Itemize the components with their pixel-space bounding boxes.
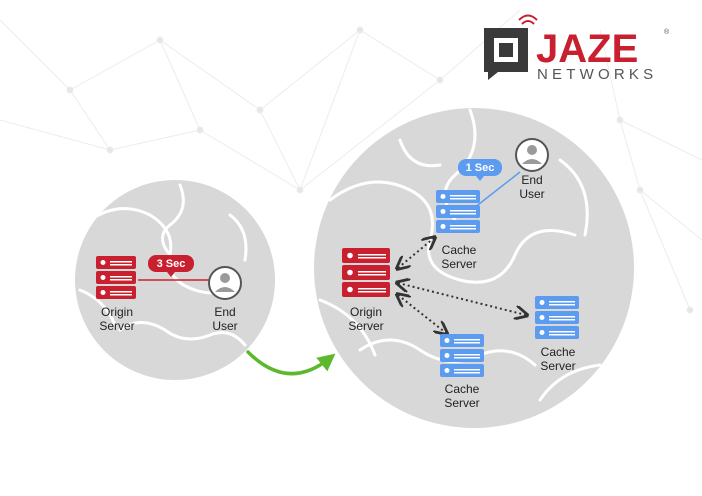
brand-name: JAZE <box>536 27 638 71</box>
cache-top-label-2: Server <box>441 257 476 271</box>
transition-arrow-icon <box>246 350 336 376</box>
cache-to-user-line <box>473 171 521 209</box>
cache-server-bottom-icon <box>440 334 484 377</box>
right-user-label-1: End <box>521 173 542 187</box>
left-user-label-1: End <box>214 305 235 319</box>
background-network-mesh <box>0 9 702 314</box>
cache-top-label-1: Cache <box>442 243 477 257</box>
brand-subtitle: NETWORKS <box>537 66 657 83</box>
cache-bottom-label-1: Cache <box>445 382 480 396</box>
link-origin-cache-bottom <box>398 295 446 333</box>
left-latency-badge: 3 Sec <box>148 255 194 277</box>
cache-server-top-icon <box>436 190 480 233</box>
left-origin-label-2: Server <box>99 319 134 333</box>
cache-bottom-label-2: Server <box>444 396 479 410</box>
right-user-label-2: User <box>519 187 544 201</box>
right-origin-server-icon <box>342 248 390 297</box>
right-end-user-icon <box>515 138 549 172</box>
dotted-links <box>398 238 526 333</box>
right-latency-text: 1 Sec <box>466 162 495 174</box>
left-end-user-icon <box>208 266 242 300</box>
left-latency-text: 3 Sec <box>157 258 186 270</box>
right-origin-label-2: Server <box>348 319 383 333</box>
cache-right-label-1: Cache <box>541 345 576 359</box>
cache-right-label-2: Server <box>540 359 575 373</box>
left-origin-label-1: Origin <box>101 305 133 319</box>
right-latency-badge: 1 Sec <box>458 159 502 181</box>
logo-mark-icon <box>484 14 538 80</box>
right-origin-label-1: Origin <box>350 305 382 319</box>
brand-registered-mark: ® <box>664 28 670 36</box>
jaze-logo: JAZE ® NETWORKS <box>484 14 670 83</box>
link-origin-cache-right <box>398 283 526 315</box>
cache-server-right-icon <box>535 296 579 339</box>
left-user-label-2: User <box>212 319 237 333</box>
left-origin-server-icon <box>96 256 136 299</box>
